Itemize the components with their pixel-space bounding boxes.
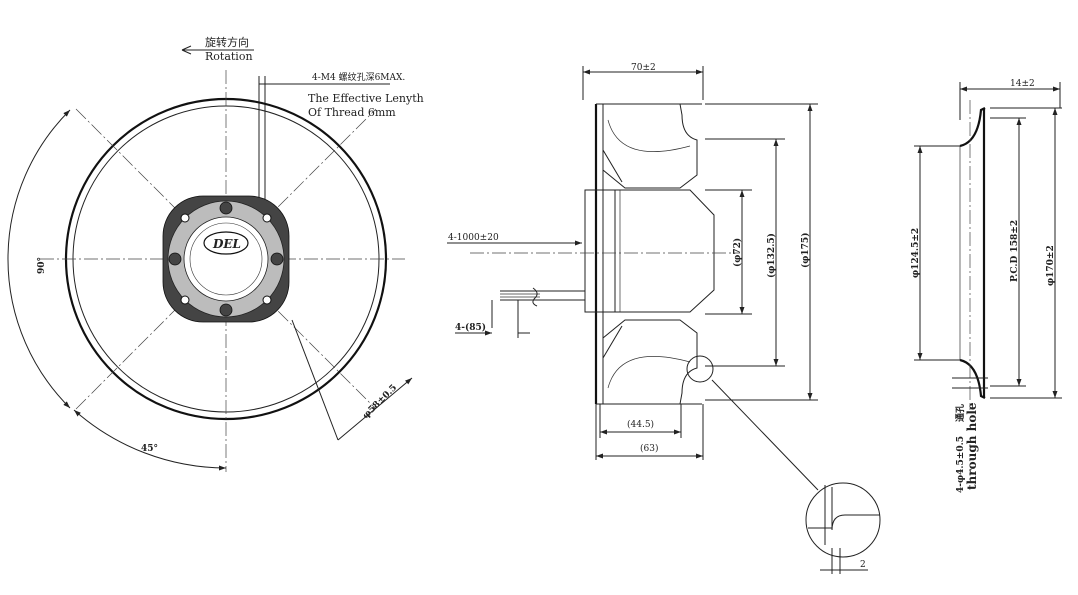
ring-view: 14±2 φ124.5±2 P.C.D 158±2 φ170±2 4-φ4.5±…	[911, 79, 1062, 493]
brand-logo-icon: DEL	[203, 231, 249, 255]
detail-view-large: 2	[805, 482, 881, 574]
dim-44-5: (44.5)	[627, 419, 654, 430]
dim-lead-strip: 4-(85)	[455, 322, 486, 333]
dim-lead-length: 4-1000±20	[448, 233, 499, 243]
detail-dim: 2	[860, 560, 866, 570]
dim-ring-inner-diameter: φ124.5±2	[911, 228, 921, 278]
angle-45-label: 45°	[141, 444, 158, 454]
lead-wire	[500, 287, 585, 307]
hole-note-size: 4-φ4.5±0.5	[956, 436, 966, 493]
bolt-circle-label: φ58±0.5	[361, 383, 399, 421]
rotation-label-en: Rotation	[205, 50, 253, 63]
mount-hole-icon	[180, 295, 190, 305]
svg-text:DEL: DEL	[212, 237, 241, 251]
thread-note-en-line2: Of Thread 6mm	[308, 106, 396, 119]
side-view: 70±2 (φ72) (φ132.5) (φ175)	[447, 63, 881, 574]
mount-hole-icon	[262, 295, 272, 305]
angle-90-label: 90°	[37, 257, 47, 274]
mount-hole-icon	[262, 213, 272, 223]
dim-inner-diameter: (φ132.5)	[766, 233, 777, 278]
hole-note-cn: 通孔	[954, 404, 966, 422]
dim-63: (63)	[640, 443, 658, 454]
dim-overall-width: 70±2	[631, 63, 656, 73]
front-view: 旋转方向 Rotation 4-M4 螺纹孔深6MAX. The Effecti…	[7, 35, 424, 472]
hole-note-en: through hole	[965, 402, 979, 490]
thread-note-cn: 4-M4 螺纹孔深6MAX.	[312, 71, 405, 83]
dim-hub-diameter: (φ72)	[732, 238, 743, 267]
dim-outer-diameter: (φ175)	[800, 233, 811, 268]
rotation-label-cn: 旋转方向	[205, 35, 249, 49]
detail-marker-small	[686, 355, 714, 383]
dim-ring-outer-diameter: φ170±2	[1046, 245, 1056, 286]
motor-hub: DEL	[162, 195, 290, 323]
rotation-arrow-icon	[181, 45, 254, 55]
mount-hole-icon	[180, 213, 190, 223]
thread-note-en-line1: The Effective Lenyth	[308, 92, 424, 105]
dim-ring-thickness: 14±2	[1010, 79, 1035, 89]
dim-pcd: P.C.D 158±2	[1010, 220, 1020, 282]
